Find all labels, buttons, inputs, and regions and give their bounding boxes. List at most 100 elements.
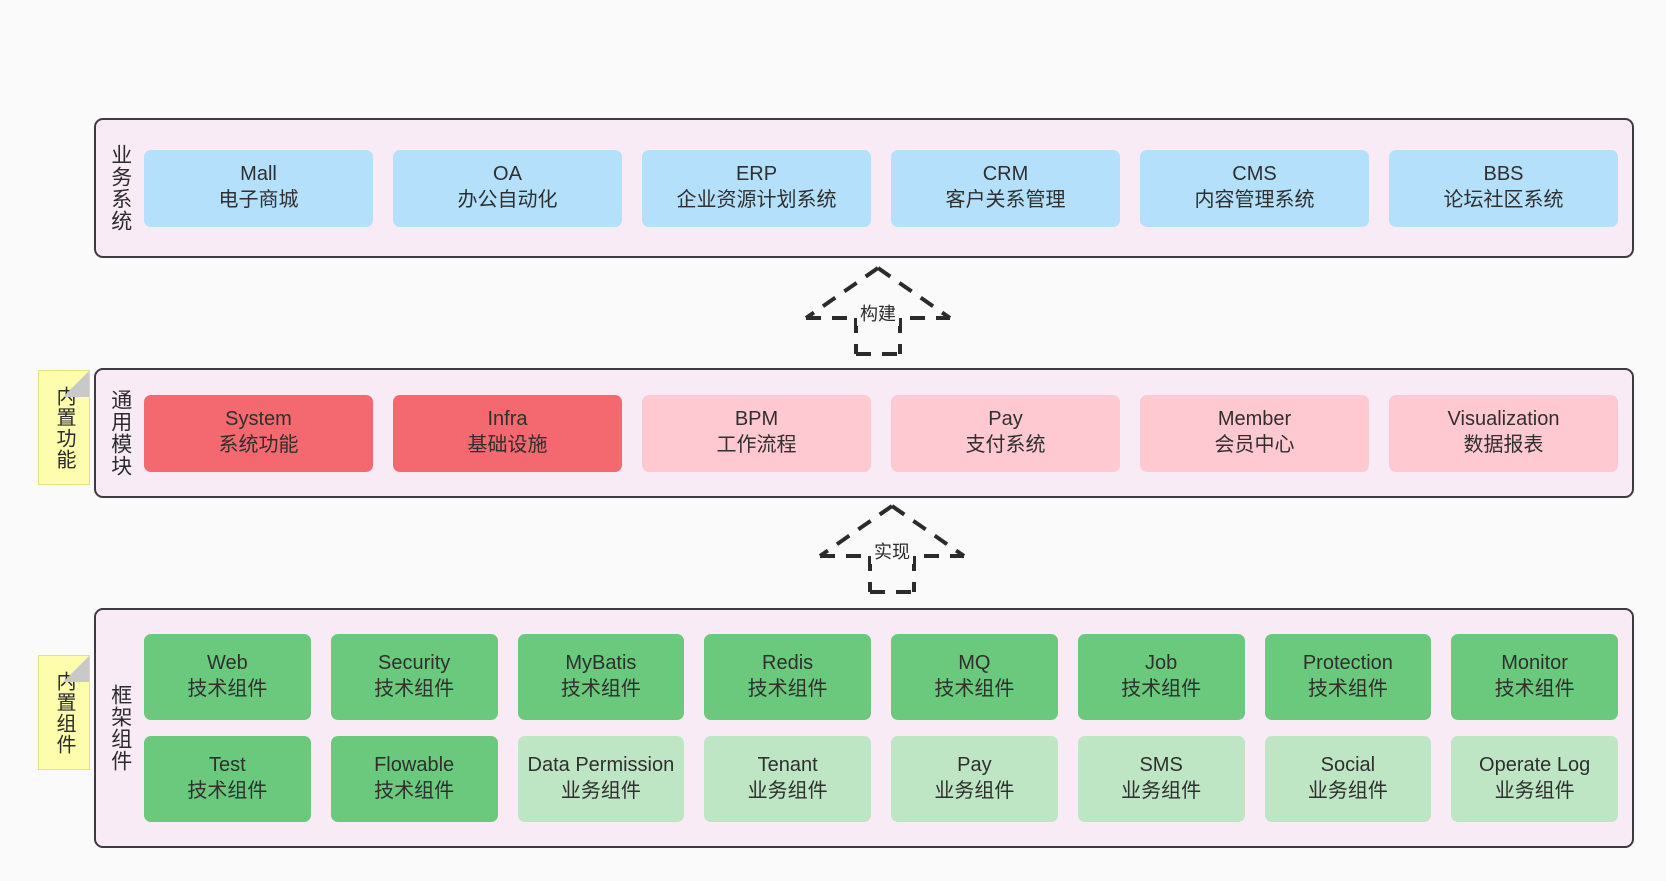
card-subtitle: 客户关系管理 <box>945 189 1066 211</box>
card-infra[interactable]: Infra 基础设施 <box>393 394 622 472</box>
band-label-common-modules: 通用模块 <box>108 389 132 477</box>
card-subtitle: 业务组件 <box>1121 780 1202 802</box>
card-subtitle: 电子商城 <box>218 189 299 211</box>
card-subtitle: 技术组件 <box>1307 678 1388 700</box>
card-web[interactable]: Web 技术组件 <box>144 634 311 720</box>
card-subtitle: 业务组件 <box>747 780 828 802</box>
card-member[interactable]: Member 会员中心 <box>1140 394 1369 472</box>
band-framework-components: 框架组件 Web 技术组件 Security 技术组件 MyBatis 技术组件… <box>94 608 1634 848</box>
arrow-build: 构建 <box>798 262 958 357</box>
card-subtitle: 技术组件 <box>374 678 455 700</box>
band-common-modules: 通用模块 System 系统功能 Infra 基础设施 BPM 工作流程 Pay… <box>94 368 1634 498</box>
arrow-implement: 实现 <box>812 500 972 595</box>
card-security[interactable]: Security 技术组件 <box>330 634 498 720</box>
card-tenant[interactable]: Tenant 业务组件 <box>704 736 871 822</box>
card-subtitle: 工作流程 <box>716 434 797 456</box>
card-social[interactable]: Social 业务组件 <box>1264 736 1432 822</box>
band-label-framework-components: 框架组件 <box>108 684 132 772</box>
card-title: System <box>225 408 292 431</box>
card-pay-business[interactable]: Pay 业务组件 <box>891 736 1058 822</box>
card-subtitle: 业务组件 <box>560 780 641 802</box>
card-subtitle: 会员中心 <box>1214 434 1295 456</box>
card-subtitle: 基础设施 <box>467 434 548 456</box>
card-subtitle: 技术组件 <box>187 678 268 700</box>
card-subtitle: 业务组件 <box>934 780 1015 802</box>
card-erp[interactable]: ERP 企业资源计划系统 <box>642 149 871 227</box>
card-row: System 系统功能 Infra 基础设施 BPM 工作流程 Pay 支付系统… <box>144 394 1618 472</box>
card-title: BPM <box>734 408 779 431</box>
card-title: Monitor <box>1501 652 1568 675</box>
card-system[interactable]: System 系统功能 <box>144 394 373 472</box>
card-subtitle: 办公自动化 <box>457 189 558 211</box>
card-visualization[interactable]: Visualization 数据报表 <box>1389 394 1618 472</box>
card-subtitle: 系统功能 <box>218 434 299 456</box>
card-subtitle: 支付系统 <box>965 434 1046 456</box>
card-subtitle: 数据报表 <box>1463 434 1544 456</box>
card-title: MQ <box>958 652 991 675</box>
card-title: Tenant <box>757 754 818 777</box>
card-title: Mall <box>240 163 277 186</box>
card-subtitle: 技术组件 <box>374 780 455 802</box>
card-mq[interactable]: MQ 技术组件 <box>891 634 1058 720</box>
card-subtitle: 技术组件 <box>1121 678 1202 700</box>
card-subtitle: 技术组件 <box>1494 678 1575 700</box>
card-title: CMS <box>1232 163 1277 186</box>
card-title: Flowable <box>374 754 455 777</box>
card-title: Social <box>1320 754 1376 777</box>
card-job[interactable]: Job 技术组件 <box>1077 634 1245 720</box>
card-title: Pay <box>957 754 992 777</box>
card-subtitle: 论坛社区系统 <box>1443 189 1564 211</box>
card-title: Job <box>1145 652 1178 675</box>
card-subtitle: 技术组件 <box>187 780 268 802</box>
card-subtitle: 技术组件 <box>747 678 828 700</box>
card-title: Operate Log <box>1479 754 1591 777</box>
card-row: Mall 电子商城 OA 办公自动化 ERP 企业资源计划系统 CRM 客户关系… <box>144 149 1618 227</box>
card-subtitle: 企业资源计划系统 <box>676 189 837 211</box>
card-subtitle: 技术组件 <box>560 678 641 700</box>
card-title: Test <box>209 754 246 777</box>
card-subtitle: 业务组件 <box>1307 780 1388 802</box>
card-mybatis[interactable]: MyBatis 技术组件 <box>517 634 685 720</box>
card-pay[interactable]: Pay 支付系统 <box>891 394 1120 472</box>
card-title: Data Permission <box>527 754 675 777</box>
sticky-note-label: 内置组件 <box>53 670 75 755</box>
card-title: Pay <box>988 408 1023 431</box>
card-sms[interactable]: SMS 业务组件 <box>1077 736 1245 822</box>
card-row: Web 技术组件 Security 技术组件 MyBatis 技术组件 Redi… <box>144 634 1618 720</box>
card-title: Web <box>206 652 248 675</box>
arrow-build-glyph <box>804 266 952 356</box>
card-mall[interactable]: Mall 电子商城 <box>144 149 373 227</box>
card-crm[interactable]: CRM 客户关系管理 <box>891 149 1120 227</box>
card-title: CRM <box>982 163 1029 186</box>
card-bpm[interactable]: BPM 工作流程 <box>642 394 871 472</box>
card-title: ERP <box>735 163 778 186</box>
card-title: BBS <box>1483 163 1524 186</box>
band-inner-framework-components: Web 技术组件 Security 技术组件 MyBatis 技术组件 Redi… <box>144 610 1632 846</box>
card-title: OA <box>493 163 522 186</box>
arrow-implement-glyph <box>818 504 966 594</box>
band-inner-business-systems: Mall 电子商城 OA 办公自动化 ERP 企业资源计划系统 CRM 客户关系… <box>144 120 1632 256</box>
sticky-note-builtin-components: 内置组件 <box>38 655 90 770</box>
card-title: MyBatis <box>565 652 637 675</box>
card-test[interactable]: Test 技术组件 <box>144 736 311 822</box>
card-title: SMS <box>1139 754 1183 777</box>
card-redis[interactable]: Redis 技术组件 <box>704 634 871 720</box>
card-bbs[interactable]: BBS 论坛社区系统 <box>1389 149 1618 227</box>
sticky-note-builtin-features: 内置功能 <box>38 370 90 485</box>
band-inner-common-modules: System 系统功能 Infra 基础设施 BPM 工作流程 Pay 支付系统… <box>144 370 1632 496</box>
card-subtitle: 业务组件 <box>1494 780 1575 802</box>
card-subtitle: 内容管理系统 <box>1194 189 1315 211</box>
card-data-permission[interactable]: Data Permission 业务组件 <box>517 736 685 822</box>
card-cms[interactable]: CMS 内容管理系统 <box>1140 149 1369 227</box>
card-oa[interactable]: OA 办公自动化 <box>393 149 622 227</box>
card-monitor[interactable]: Monitor 技术组件 <box>1451 634 1618 720</box>
card-subtitle: 技术组件 <box>934 678 1015 700</box>
card-title: Security <box>378 652 451 675</box>
card-protection[interactable]: Protection 技术组件 <box>1264 634 1432 720</box>
card-title: Visualization <box>1447 408 1560 431</box>
card-flowable[interactable]: Flowable 技术组件 <box>330 736 498 822</box>
card-operate-log[interactable]: Operate Log 业务组件 <box>1451 736 1618 822</box>
card-title: Infra <box>487 408 528 431</box>
band-business-systems: 业务系统 Mall 电子商城 OA 办公自动化 ERP 企业资源计划系统 CRM… <box>94 118 1634 258</box>
card-title: Redis <box>762 652 814 675</box>
